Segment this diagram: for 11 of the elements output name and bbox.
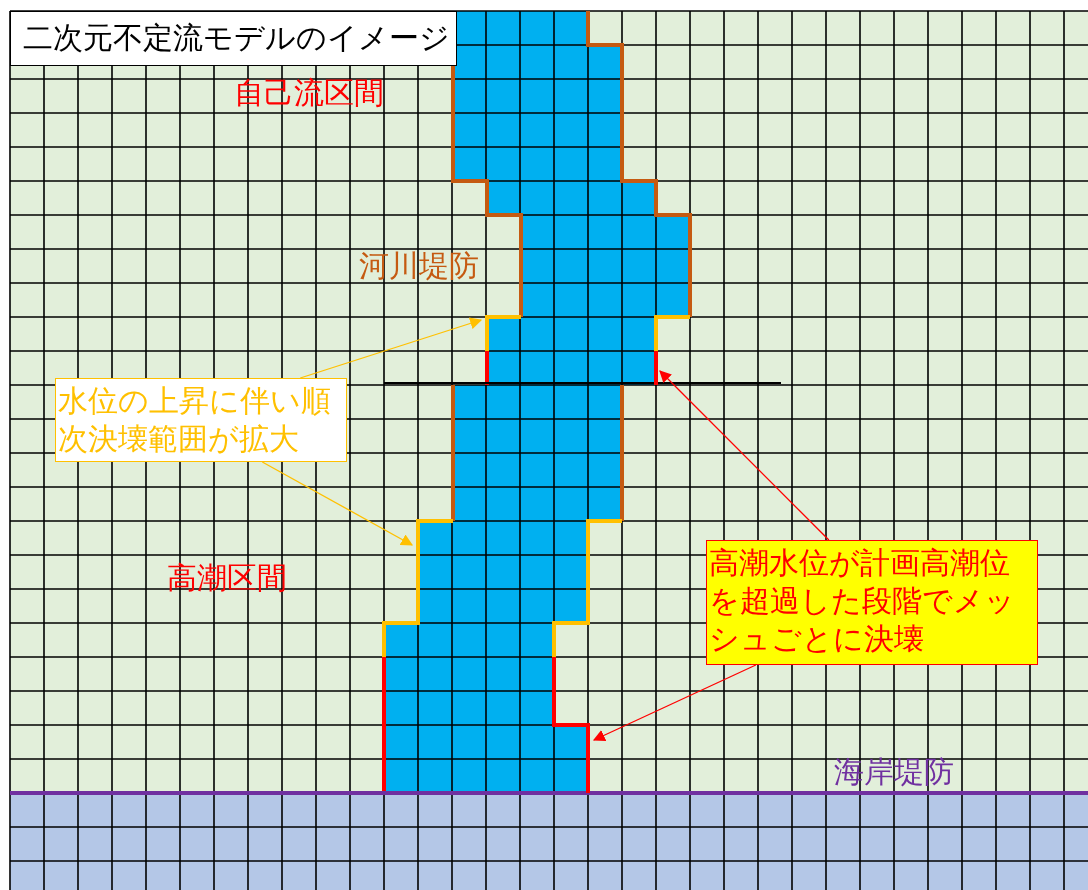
leader-arrow	[261, 461, 414, 546]
leader-arrow	[299, 317, 483, 379]
title-box: 二次元不定流モデルのイメージ	[10, 11, 457, 66]
leader-arrow	[659, 370, 830, 541]
embankment-segment	[552, 657, 590, 793]
embankment-segment	[382, 519, 453, 657]
embankment-segment	[485, 315, 521, 351]
callout-box: 高潮水位が計画高潮位を超過した段階でメッシュごとに決壊	[706, 540, 1038, 665]
callout-box: 水位の上昇に伴い順次決壊範囲が拡大	[55, 378, 347, 462]
leader-arrow	[592, 664, 757, 741]
embankment-segment	[654, 351, 658, 385]
